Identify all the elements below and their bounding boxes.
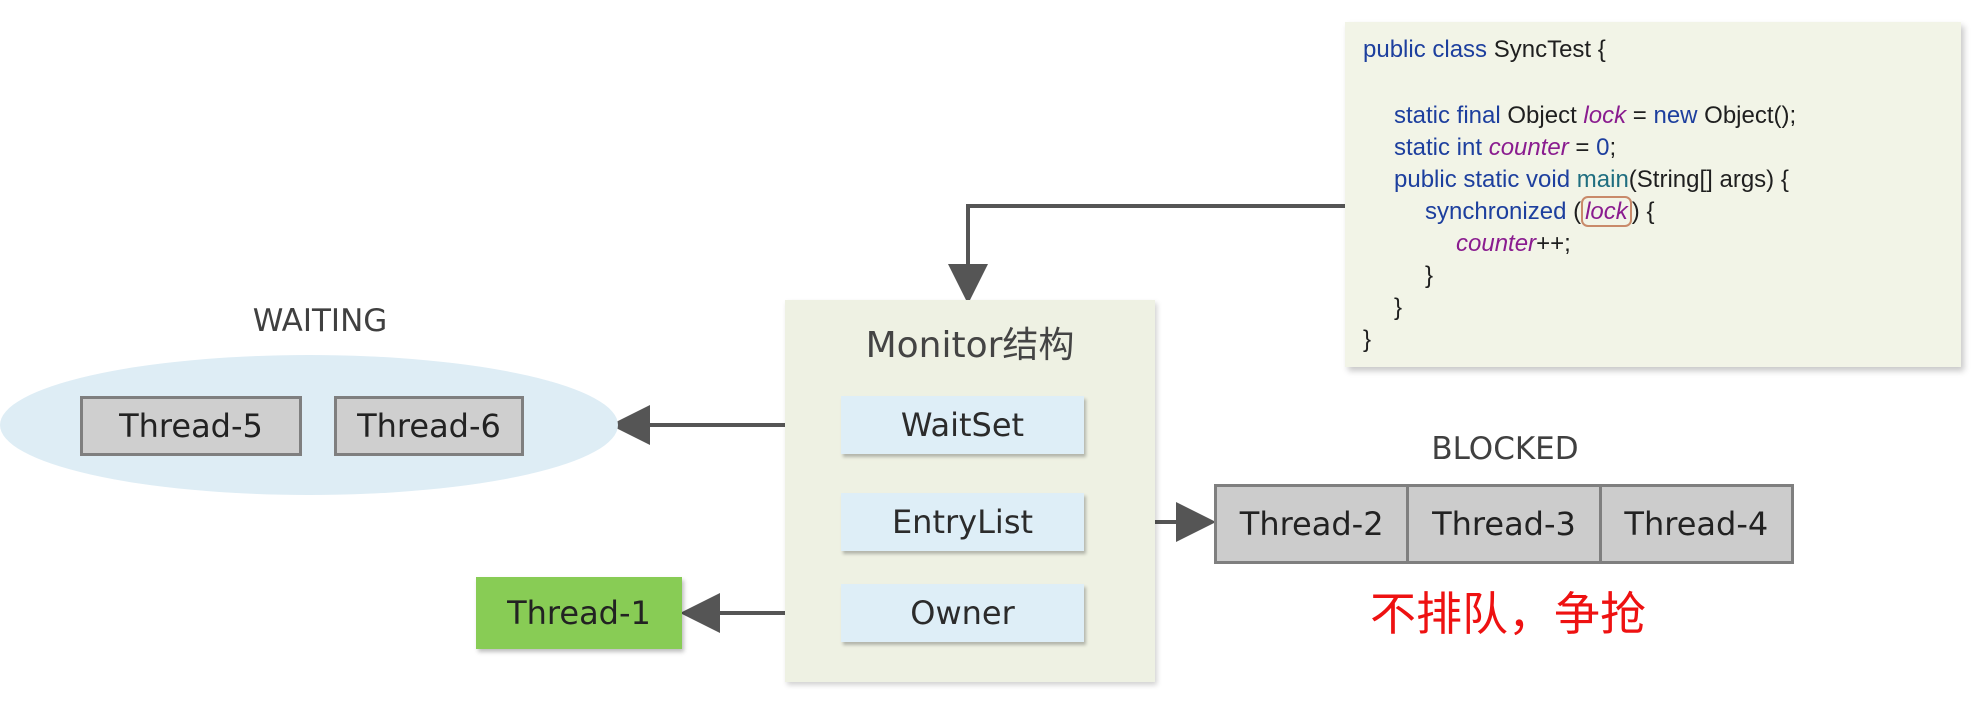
code-text: = [1568, 134, 1597, 161]
code-keyword: public static void [1394, 166, 1571, 193]
entrylist-slot: EntryList [841, 493, 1084, 551]
code-text: (String[] args) { [1628, 166, 1789, 193]
blocked-thread-2: Thread-2 [1214, 484, 1410, 564]
code-field: counter [1456, 230, 1537, 257]
monitor-structure: Monitor结构 WaitSet EntryList Owner [785, 300, 1155, 682]
code-line-increment: counter++; [1456, 230, 1571, 258]
code-text [1570, 166, 1577, 193]
code-text: Object [1500, 102, 1584, 129]
owner-thread-1: Thread-1 [476, 577, 682, 649]
waiting-label: WAITING [252, 303, 388, 339]
code-line-lock-decl: static final Object lock = new Object(); [1394, 102, 1796, 130]
code-line-close-main: } [1394, 294, 1403, 321]
code-text: ( [1566, 198, 1582, 225]
code-method: main [1576, 166, 1629, 193]
code-line-synchronized: synchronized (lock) { [1425, 196, 1655, 227]
lock-token-highlight: lock [1581, 196, 1632, 227]
waiting-thread-5: Thread-5 [80, 396, 302, 456]
code-panel: public class SyncTest { static final Obj… [1345, 22, 1961, 367]
no-queue-note: 不排队，争抢 [1370, 587, 1646, 641]
code-number: 0 [1596, 134, 1610, 161]
code-text: ; [1609, 134, 1617, 161]
code-keyword: static final [1394, 102, 1501, 129]
code-text: ++; [1536, 230, 1571, 257]
code-line-main-decl: public static void main(String[] args) { [1394, 166, 1789, 194]
code-line-close-sync: } [1425, 262, 1434, 289]
code-keyword: new [1653, 102, 1698, 129]
monitor-title: Monitor结构 [865, 325, 1075, 366]
code-text: Object(); [1697, 102, 1797, 129]
code-keyword: static int [1394, 134, 1483, 161]
code-keyword: synchronized [1425, 198, 1567, 225]
code-text: SyncTest { [1487, 36, 1606, 63]
code-field: counter [1488, 134, 1569, 161]
code-field: lock [1583, 102, 1627, 129]
code-keyword: public class [1363, 36, 1488, 63]
blocked-thread-4: Thread-4 [1598, 484, 1794, 564]
code-text [1482, 134, 1489, 161]
blocked-label: BLOCKED [1431, 431, 1579, 467]
waiting-thread-6: Thread-6 [334, 396, 524, 456]
blocked-queue: Thread-2 Thread-3 Thread-4 [1214, 484, 1794, 564]
blocked-thread-3: Thread-3 [1406, 484, 1602, 564]
owner-slot: Owner [841, 584, 1084, 642]
code-text: = [1626, 102, 1654, 129]
code-text: ) { [1631, 198, 1655, 225]
code-line-counter-decl: static int counter = 0; [1394, 134, 1616, 162]
waitset-slot: WaitSet [841, 396, 1084, 454]
code-line-class-open: public class SyncTest { [1363, 36, 1606, 64]
code-line-close-class: } [1363, 326, 1372, 353]
